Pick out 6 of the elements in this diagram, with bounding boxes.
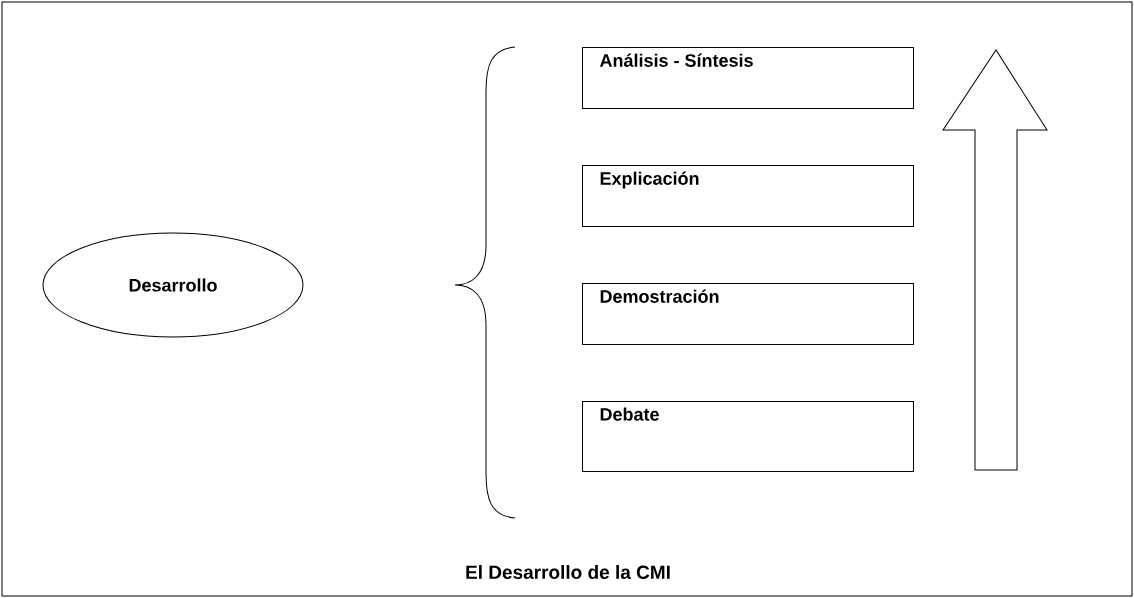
process-box: Demostración (582, 283, 914, 345)
caption: El Desarrollo de la CMI (466, 565, 670, 579)
process-box: Análisis - Síntesis (582, 47, 914, 109)
process-box: Debate (582, 401, 914, 472)
process-box: Explicación (582, 165, 914, 227)
ellipse-node: Desarrollo (42, 232, 304, 338)
